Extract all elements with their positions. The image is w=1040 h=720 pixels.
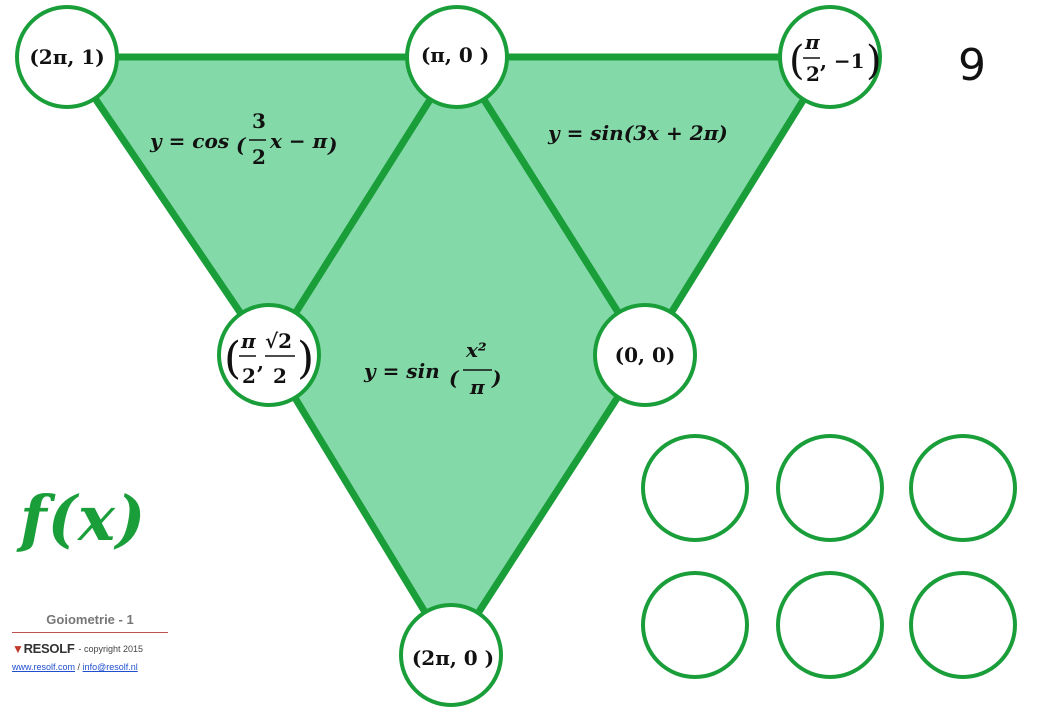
svg-text:(: ( <box>789 38 805 84</box>
svg-text:, −1: , −1 <box>820 49 865 73</box>
formula-center-den: π <box>469 375 485 399</box>
svg-text:(π, 0 ): (π, 0 ) <box>421 43 489 67</box>
svg-text:(: ( <box>224 333 241 384</box>
svg-text:): ) <box>866 38 882 84</box>
svg-text:2: 2 <box>806 62 820 86</box>
svg-text:π: π <box>240 329 256 353</box>
formula-left-num: 3 <box>252 109 266 133</box>
answer-slot[interactable] <box>776 434 884 542</box>
website-link[interactable]: www.resolf.com <box>12 662 76 672</box>
svg-text:(2π, 1): (2π, 1) <box>29 45 104 69</box>
email-link[interactable]: info@resolf.nl <box>82 662 138 672</box>
paren-close: ) <box>327 133 337 157</box>
svg-text:2: 2 <box>273 364 287 388</box>
footer: Goiometrie - 1 ▼RESOLF - copyright 2015 … <box>12 612 168 672</box>
subject-title: Goiometrie - 1 <box>12 612 168 633</box>
answer-slot[interactable] <box>641 434 749 542</box>
formula-center: y = sin ( x² π ) <box>363 338 501 399</box>
svg-text:π: π <box>804 30 820 54</box>
fx-logo: f(x) <box>20 482 147 555</box>
paren-open: ( <box>236 133 247 157</box>
answer-slot[interactable] <box>641 571 749 679</box>
node-top-right: ( π 2 , −1 ) <box>778 5 882 109</box>
node-top-middle: (π, 0 ) <box>405 5 509 109</box>
node-middle-left: ( π 2 , √2 2 ) <box>217 303 321 407</box>
svg-text:,: , <box>257 350 264 374</box>
svg-text:√2: √2 <box>265 329 292 353</box>
answer-slot[interactable] <box>909 571 1017 679</box>
formula-center-num: x² <box>465 338 487 362</box>
formula-left: y = cos ( 3 2 x − π ) <box>149 109 337 169</box>
contact-links: www.resolf.com / info@resolf.nl <box>12 662 168 672</box>
formula-left-suffix: x − π <box>269 129 328 153</box>
brand-row: ▼RESOLF - copyright 2015 <box>12 641 168 656</box>
node-bottom: (2π, 0 ) <box>399 603 503 707</box>
paren-open: ( <box>449 366 460 390</box>
resolf-logo: ▼RESOLF <box>12 641 75 656</box>
page-number: 9 <box>958 40 986 91</box>
svg-text:): ) <box>297 333 314 384</box>
formula-left-den: 2 <box>252 145 266 169</box>
answer-slot[interactable] <box>776 571 884 679</box>
formula-right: y = sin(3x + 2π) <box>547 121 728 145</box>
formula-center-prefix: y = sin <box>363 359 440 383</box>
answer-slot[interactable] <box>909 434 1017 542</box>
paren-close: ) <box>491 366 501 390</box>
svg-text:(0, 0): (0, 0) <box>615 343 676 367</box>
node-middle-right: (0, 0) <box>593 303 697 407</box>
svg-text:(2π, 0 ): (2π, 0 ) <box>412 646 494 670</box>
copyright-text: - copyright 2015 <box>78 643 144 654</box>
node-top-left: (2π, 1) <box>15 5 119 109</box>
formula-left-prefix: y = cos <box>149 129 229 153</box>
link-separator: / <box>77 662 81 672</box>
svg-text:2: 2 <box>242 364 256 388</box>
